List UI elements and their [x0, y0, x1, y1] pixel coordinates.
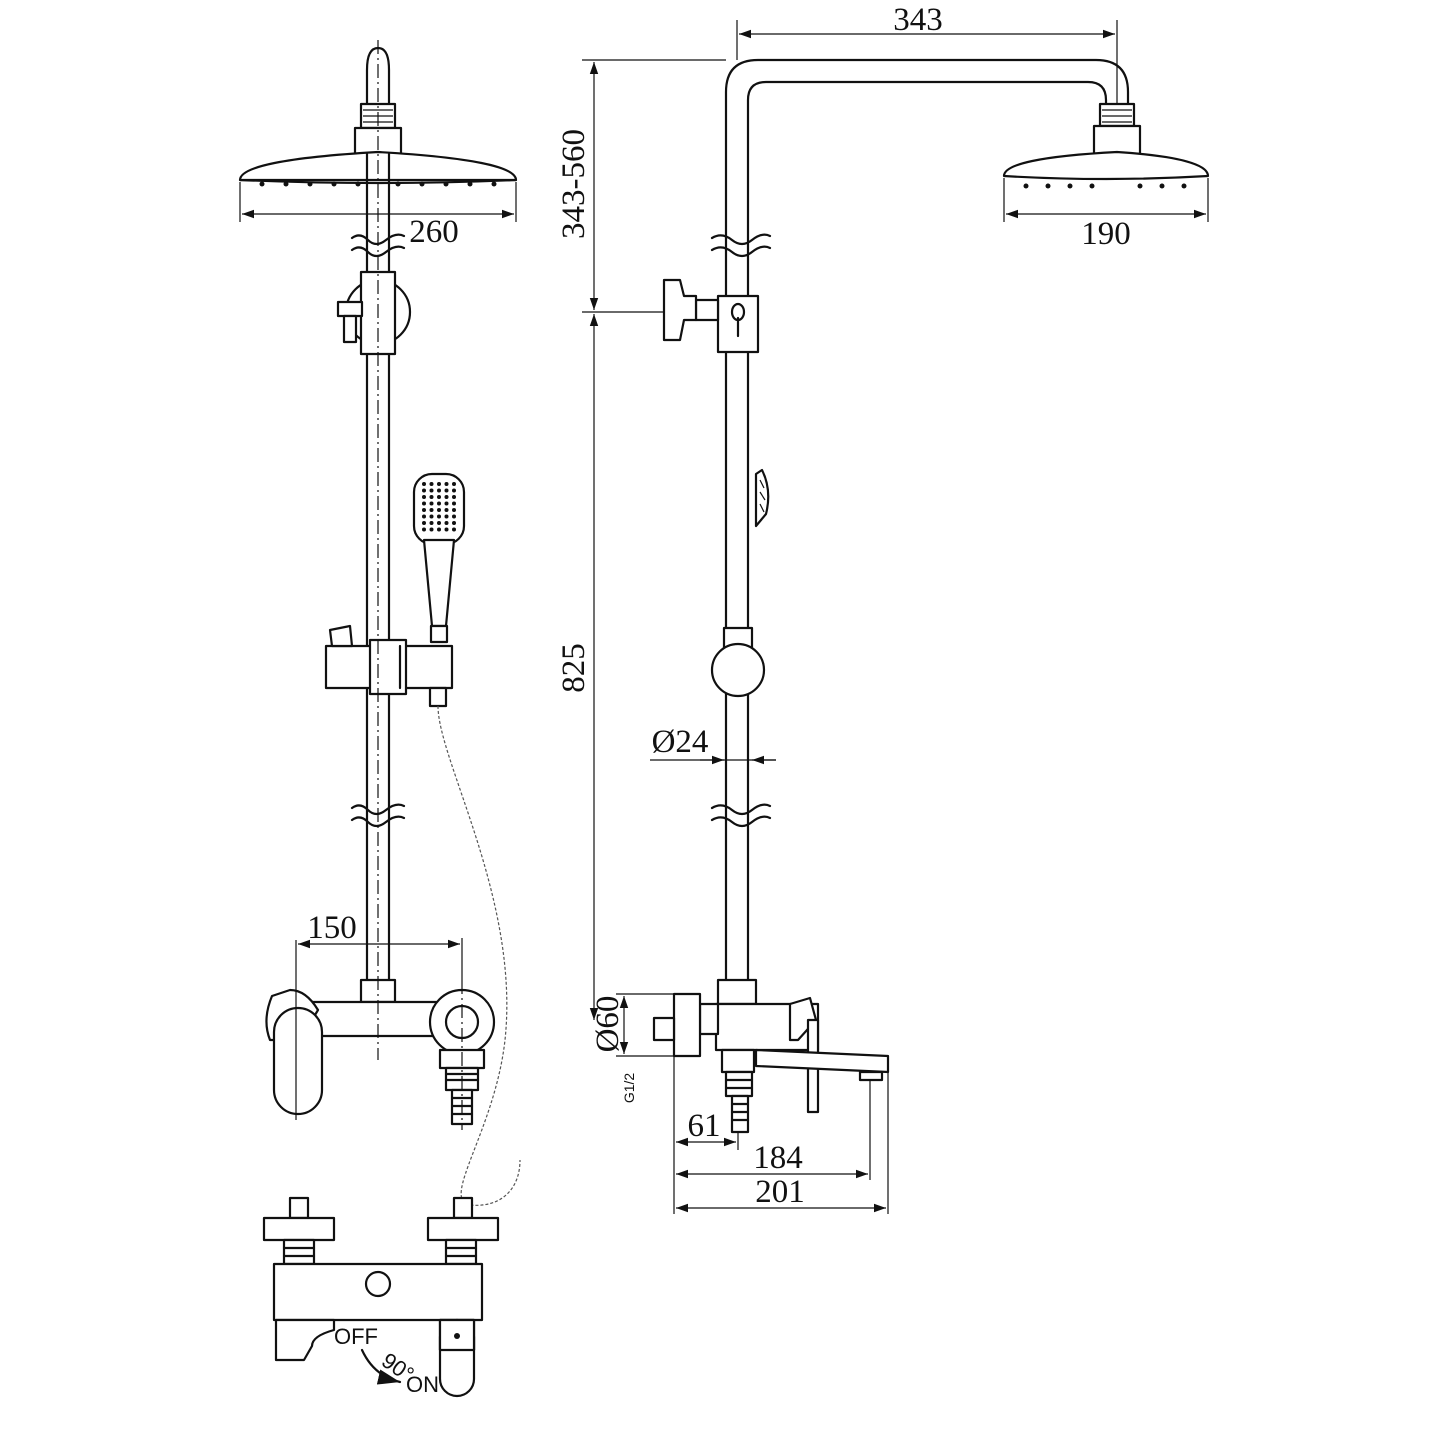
- dim-spout-projection: 184: [753, 1140, 803, 1176]
- hand-nozzle-dot: [422, 501, 426, 506]
- hand-nozzle-dot: [422, 508, 426, 512]
- nozzle-dot: [1045, 183, 1051, 189]
- hand-nozzle-dot: [437, 488, 441, 493]
- mixer-top-view: OFF 90° ON: [262, 1196, 500, 1398]
- hand-nozzle-dot: [444, 514, 449, 519]
- nozzle-dot: [491, 181, 497, 187]
- hand-nozzle-dot: [422, 527, 426, 532]
- dim-side-head-width: 190: [1081, 216, 1131, 252]
- dim-thread-size: G1/2: [621, 1073, 637, 1104]
- hand-nozzle-dot: [429, 501, 434, 506]
- nozzle-dot: [1159, 183, 1165, 189]
- side-diverter: [662, 278, 760, 354]
- hand-nozzle-dot: [429, 521, 434, 525]
- hand-nozzle-dot: [437, 521, 441, 525]
- hand-nozzle-dot: [422, 488, 426, 493]
- hand-nozzle-dot: [437, 514, 441, 519]
- hand-nozzle-dot: [444, 488, 449, 493]
- nozzle-dot: [1023, 183, 1029, 189]
- hand-nozzle-dot: [429, 527, 434, 532]
- nozzle-dot: [467, 181, 473, 187]
- hand-nozzle-dot: [422, 482, 426, 486]
- dim-rail-height: 825: [556, 643, 592, 693]
- nozzle-dot: [259, 181, 265, 187]
- valve-off-label: OFF: [334, 1324, 378, 1349]
- hand-nozzle-dot: [429, 482, 434, 486]
- nozzle-dot: [1137, 183, 1143, 189]
- shower-hose: [437, 705, 521, 1206]
- hand-nozzle-dot: [452, 488, 456, 493]
- nozzle-dot: [419, 181, 425, 187]
- hand-nozzle-dot: [452, 501, 456, 506]
- hand-nozzle-dot: [444, 495, 449, 499]
- diverter-bracket: [336, 270, 412, 356]
- nozzle-dot: [1089, 183, 1095, 189]
- valve-on-label: ON: [406, 1372, 439, 1397]
- dim-height-adjust: 343-560: [556, 129, 592, 239]
- dim-inlet-offset: 61: [688, 1108, 721, 1144]
- hand-nozzle-dot: [422, 514, 426, 519]
- dim-total-depth: 201: [755, 1174, 805, 1210]
- hand-nozzle-dot: [444, 482, 449, 486]
- nozzle-dot: [331, 181, 337, 187]
- slider-side: [710, 626, 766, 698]
- mixer-front: [265, 978, 496, 1126]
- hand-nozzle-dot: [437, 495, 441, 499]
- hand-nozzle-dot: [452, 527, 456, 532]
- hand-nozzle-dot: [452, 482, 456, 486]
- hand-nozzle-dot: [452, 495, 456, 499]
- hand-shower: [412, 472, 466, 644]
- nozzle-dot: [1067, 183, 1073, 189]
- hand-nozzle-dot: [422, 521, 426, 525]
- hand-shower-side: [754, 468, 770, 528]
- hand-nozzle-dot: [429, 495, 434, 499]
- nozzle-dot: [395, 181, 401, 187]
- hand-nozzle-dot: [444, 501, 449, 506]
- front-view: 260 150: [238, 40, 521, 1206]
- dim-overhead-head-width: 260: [409, 214, 459, 250]
- slide-bar-holder: [324, 624, 454, 708]
- dim-rail-reach: 343: [893, 2, 943, 38]
- hand-nozzle-dot: [444, 527, 449, 532]
- hand-nozzle-dot: [452, 514, 456, 519]
- hand-nozzle-dot: [437, 527, 441, 532]
- hand-nozzle-dot: [429, 514, 434, 519]
- hand-nozzle-dot: [429, 488, 434, 493]
- hand-nozzle-dot: [452, 521, 456, 525]
- nozzle-dot: [283, 181, 289, 187]
- hand-nozzle-dot: [422, 495, 426, 499]
- hand-nozzle-dot: [444, 521, 449, 525]
- side-view: Ø24 343-560 825 343: [556, 2, 1210, 1214]
- nozzle-dot: [355, 181, 361, 187]
- dim-mixer-center-distance: 150: [307, 910, 357, 946]
- hand-nozzle-dot: [437, 501, 441, 506]
- hand-nozzle-dot: [444, 508, 449, 512]
- hand-nozzle-dot: [429, 508, 434, 512]
- nozzle-dot: [443, 181, 449, 187]
- nozzle-dot: [307, 181, 313, 187]
- hand-nozzle-dot: [437, 482, 441, 486]
- overhead-arm: [710, 58, 1130, 982]
- dim-pipe-diameter: Ø24: [652, 724, 709, 760]
- hand-nozzle-dot: [437, 508, 441, 512]
- dim-flange-diameter: Ø60: [590, 996, 626, 1053]
- nozzle-dot: [1181, 183, 1187, 189]
- hand-nozzle-dot: [452, 508, 456, 512]
- side-shower-head: [1002, 102, 1210, 189]
